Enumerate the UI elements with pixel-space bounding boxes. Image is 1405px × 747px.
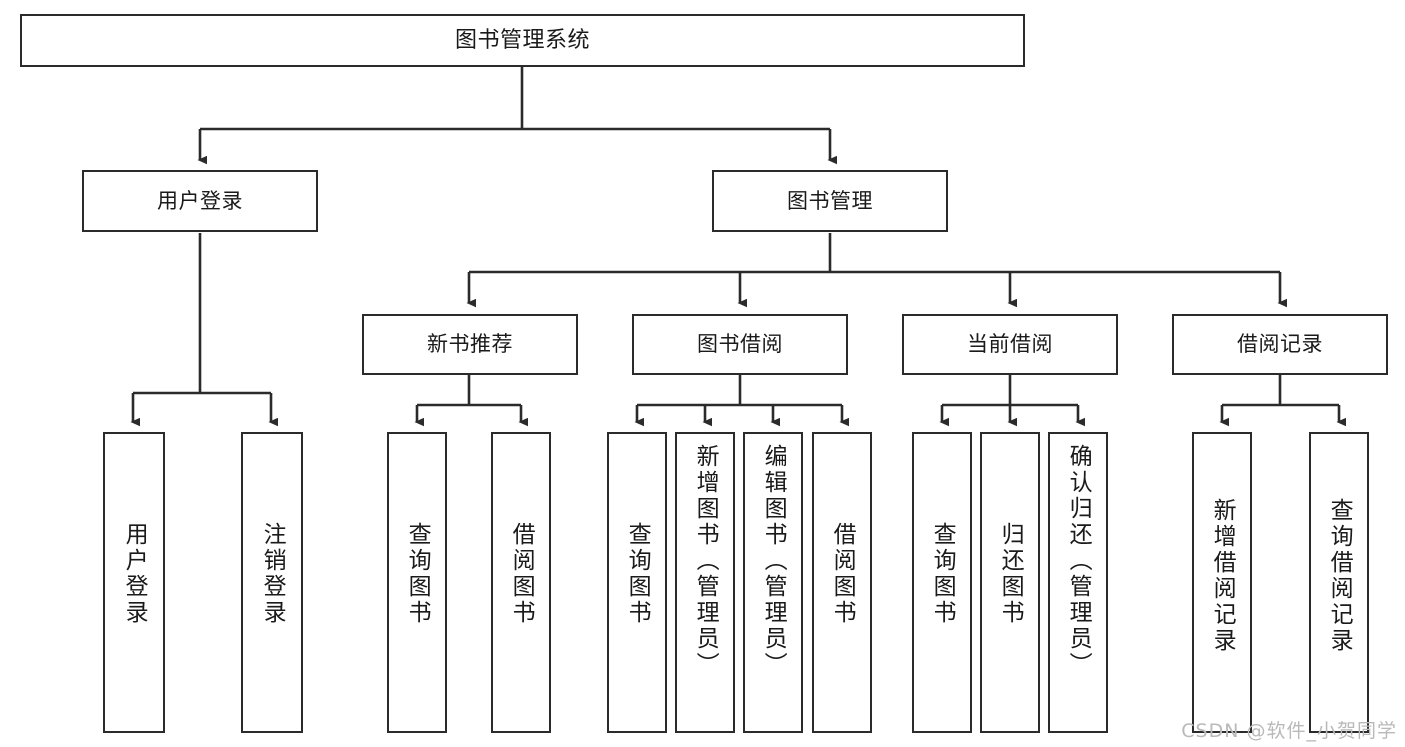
node-new-book-recommend[interactable]: 新书推荐 [362,314,578,375]
node-label: 图书管理 [787,188,873,213]
leaf-borrow-book-b[interactable]: 借阅图书 [812,432,872,733]
node-label: 新书推荐 [427,332,513,357]
node-root-system[interactable]: 图书管理系统 [20,14,1025,67]
leaf-query-book-c[interactable]: 查询图书 [912,432,972,733]
leaf-return-book[interactable]: 归还图书 [980,432,1040,733]
leaf-query-record[interactable]: 查询借阅记录 [1309,432,1369,733]
leaf-user-login[interactable]: 用户登录 [103,432,165,733]
node-label: 注销登录 [259,522,286,626]
leaf-add-record[interactable]: 新增借阅记录 [1192,432,1252,733]
leaf-logout-login[interactable]: 注销登录 [241,432,303,733]
csdn-watermark: CSDN @软件_小贺同学 [1181,720,1397,742]
node-label: 借阅图书 [829,522,856,626]
node-label: 用户登录 [157,188,243,213]
leaf-query-book-a[interactable]: 查询图书 [387,432,447,733]
node-label: 确认归还（管理员） [1065,444,1092,678]
leaf-borrow-book-a[interactable]: 借阅图书 [491,432,551,733]
node-book-borrow[interactable]: 图书借阅 [632,314,848,375]
node-label: 归还图书 [997,522,1024,626]
leaf-edit-book[interactable]: 编辑图书（管理员） [743,432,803,733]
leaf-confirm-return[interactable]: 确认归还（管理员） [1048,432,1108,733]
node-label: 新增借阅记录 [1209,498,1236,654]
node-label: 当前借阅 [967,332,1053,357]
node-label: 查询图书 [624,522,651,626]
node-current-borrow[interactable]: 当前借阅 [902,314,1118,375]
node-label: 用户登录 [121,522,148,626]
node-label: 图书借阅 [697,332,783,357]
node-label: 借阅图书 [508,522,535,626]
node-label: 借阅记录 [1237,332,1323,357]
node-book-management[interactable]: 图书管理 [712,170,948,232]
node-label: 编辑图书（管理员） [760,444,787,678]
leaf-add-book[interactable]: 新增图书（管理员） [675,432,735,733]
node-borrow-record[interactable]: 借阅记录 [1172,314,1388,375]
leaf-query-book-b[interactable]: 查询图书 [607,432,667,733]
node-label: 新增图书（管理员） [692,444,719,678]
node-label: 查询图书 [929,522,956,626]
node-label: 查询图书 [404,522,431,626]
node-label: 图书管理系统 [454,27,590,53]
node-label: 查询借阅记录 [1326,498,1353,654]
node-user-login[interactable]: 用户登录 [82,170,318,232]
